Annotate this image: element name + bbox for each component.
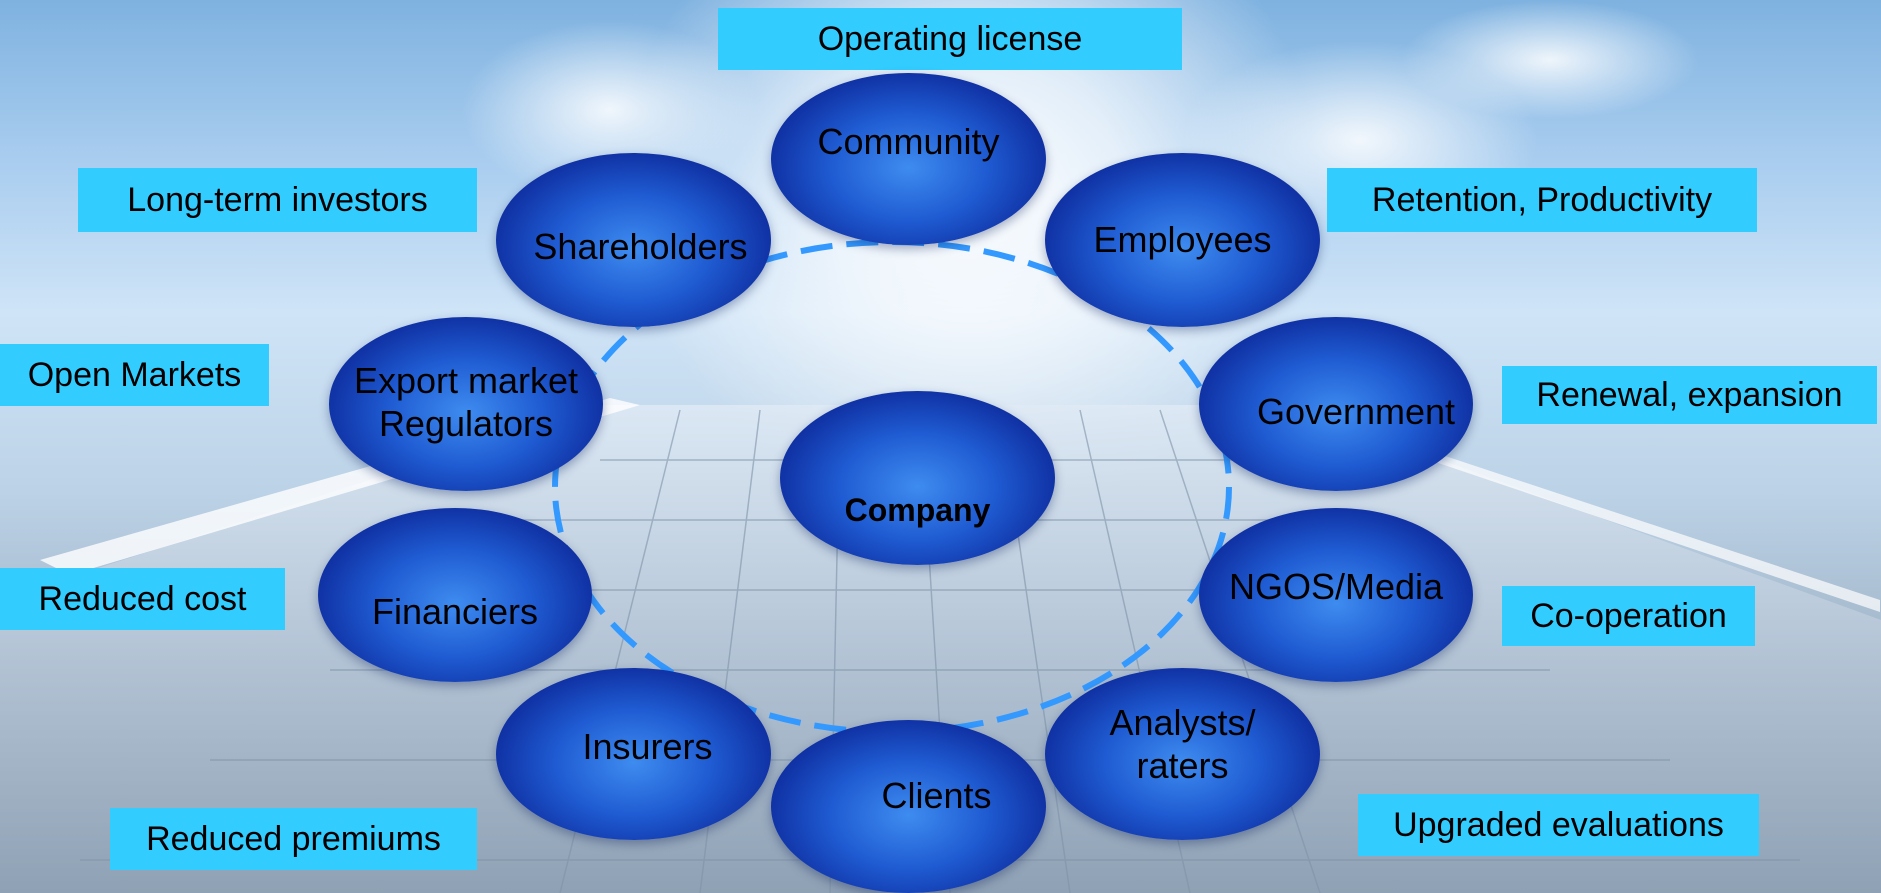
benefit-text: Operating license bbox=[817, 19, 1083, 58]
node-insurers: Insurers bbox=[496, 668, 771, 840]
node-label: Export market Regulators bbox=[353, 359, 579, 444]
benefit-label-shareholders: Long-term investors bbox=[78, 168, 477, 232]
node-company: Company bbox=[780, 391, 1055, 565]
center-label: Company bbox=[844, 491, 991, 528]
node-analysts: Analysts/ raters bbox=[1045, 668, 1320, 840]
node-employees: Employees bbox=[1045, 153, 1320, 327]
benefit-label-insurers: Reduced premiums bbox=[110, 808, 477, 870]
benefit-text: Reduced premiums bbox=[146, 819, 441, 858]
benefit-label-analysts: Upgraded evaluations bbox=[1358, 794, 1759, 856]
benefit-text: Renewal, expansion bbox=[1536, 375, 1843, 414]
node-financiers: Financiers bbox=[318, 508, 592, 682]
node-label: Analysts/ raters bbox=[1109, 701, 1256, 786]
node-clients: Clients bbox=[771, 720, 1046, 893]
benefit-label-employees: Retention, Productivity bbox=[1327, 168, 1757, 232]
node-label: Shareholders bbox=[533, 226, 748, 268]
node-government: Government bbox=[1199, 317, 1473, 491]
benefit-label-export-regulators: Open Markets bbox=[0, 344, 269, 406]
node-shareholders: Shareholders bbox=[496, 153, 771, 327]
benefit-label-financiers: Reduced cost bbox=[0, 568, 285, 630]
node-label: Community bbox=[817, 121, 1000, 163]
benefit-label-community: Operating license bbox=[718, 8, 1182, 70]
node-export-regulators: Export market Regulators bbox=[329, 317, 603, 491]
node-label: Financiers bbox=[371, 591, 539, 633]
cloud-shape bbox=[1400, 0, 1700, 120]
benefit-text: Long-term investors bbox=[127, 180, 428, 219]
benefit-label-ngos-media: Co-operation bbox=[1502, 586, 1755, 646]
benefit-text: Co-operation bbox=[1530, 596, 1727, 635]
benefit-text: Reduced cost bbox=[38, 579, 247, 618]
node-community: Community bbox=[771, 73, 1046, 245]
benefit-text: Retention, Productivity bbox=[1371, 180, 1713, 219]
node-label: Employees bbox=[1093, 219, 1272, 261]
benefit-label-government: Renewal, expansion bbox=[1502, 366, 1877, 424]
node-label: Clients bbox=[881, 774, 992, 816]
node-label: NGOS/Media bbox=[1228, 566, 1444, 608]
benefit-text: Upgraded evaluations bbox=[1393, 805, 1724, 844]
node-label: Insurers bbox=[582, 726, 713, 768]
node-label: Government bbox=[1256, 391, 1456, 433]
node-ngos-media: NGOS/Media bbox=[1199, 508, 1473, 682]
benefit-text: Open Markets bbox=[27, 355, 242, 394]
